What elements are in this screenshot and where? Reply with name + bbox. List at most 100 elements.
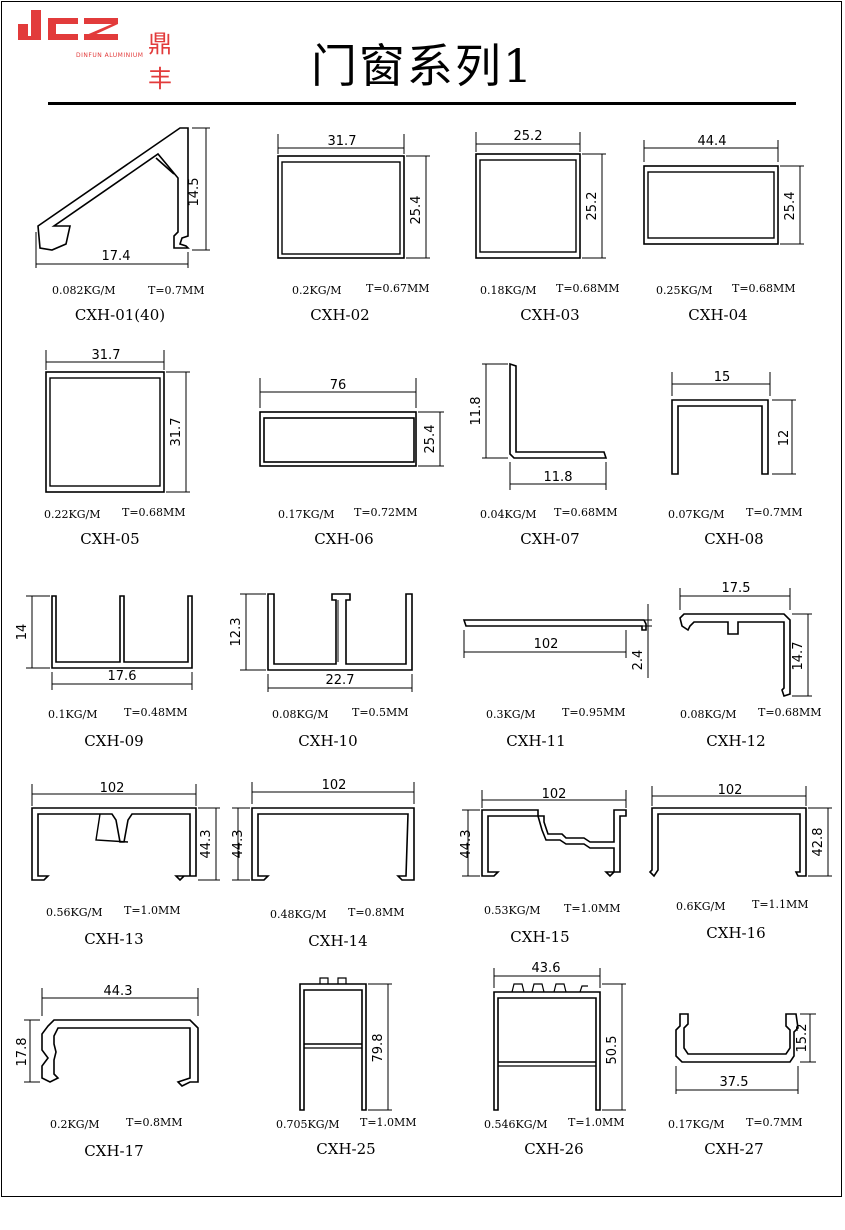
profile-card-cxh-07: 11.8 11.8 0.04KG/M T=0.68MM CXH-07 [469, 356, 680, 586]
profile-code: CXH-01(40) [74, 306, 166, 324]
dimension-label: 31.7 [328, 134, 357, 149]
profile-card-cxh-08: 15 12 0.07KG/M T=0.7MM CXH-08 [664, 366, 845, 596]
page-frame [1, 1, 842, 1197]
weight-label: 0.04KG/M [480, 508, 537, 521]
weight-label: 0.22KG/M [44, 508, 101, 521]
profile-card-cxh-12: 17.5 14.7 0.08KG/M T=0.68MM CXH-12 [672, 574, 845, 804]
thickness-label: T=0.5MM [352, 706, 409, 719]
profile-drawing: 17.5 14.7 [679, 581, 812, 698]
dimension-label: 25.2 [514, 129, 543, 144]
dimension-label: 76 [330, 378, 347, 393]
thickness-label: T=0.95MM [562, 706, 626, 719]
profile-card-cxh-15: 102 44.3 0.53KG/M T=1.0MM CXH-15 [454, 786, 664, 1016]
profile-drawing: 12.3 22.7 [229, 593, 413, 692]
profile-card-cxh-25: 79.8 0.705KG/M T=1.0MM CXH-25 [276, 974, 500, 1204]
profile-code: CXH-12 [706, 732, 766, 750]
thickness-label: T=1.0MM [360, 1116, 417, 1129]
thickness-label: T=0.68MM [554, 506, 618, 519]
logo-en-text: DINFUN ALUMINIUM [76, 52, 144, 59]
profile-drawing: 43.6 50.5 [493, 961, 626, 1111]
dimension-label: 17.8 [15, 1038, 30, 1067]
weight-label: 0.546KG/M [484, 1118, 548, 1131]
dimension-label: 17.5 [722, 581, 751, 596]
profile-drawing: 44.4 25.4 [643, 134, 804, 245]
weight-label: 0.17KG/M [278, 508, 335, 521]
thickness-label: T=0.8MM [126, 1116, 183, 1129]
dimension-label: 25.4 [783, 192, 798, 221]
profile-drawing: 25.2 25.2 [475, 129, 606, 259]
title-rule [48, 102, 796, 105]
profile-card-cxh-01: 14.5 17.4 0.082KG/M T=0.7MM CXH-01(40) [30, 118, 240, 348]
profile-code: CXH-09 [84, 732, 144, 750]
profile-drawing: 102 42.8 [648, 783, 832, 878]
profile-drawing: 44.3 17.8 [15, 984, 199, 1087]
dimension-label: 11.8 [544, 470, 573, 485]
dimension-label: 17.6 [108, 669, 137, 684]
profile-card-cxh-10: 12.3 22.7 0.08KG/M T=0.5MM CXH-10 [228, 586, 438, 816]
thickness-label: T=0.7MM [746, 506, 803, 519]
weight-label: 0.07KG/M [668, 508, 725, 521]
profile-card-cxh-06: 76 25.4 0.17KG/M T=0.72MM CXH-06 [254, 372, 464, 602]
dimension-label: 50.5 [605, 1036, 620, 1065]
weight-label: 0.25KG/M [656, 284, 713, 297]
profile-card-cxh-13: 102 44.3 0.56KG/M T=1.0MM CXH-13 [20, 780, 230, 1010]
dimension-label: 22.7 [326, 673, 355, 688]
dimension-label: 102 [322, 778, 347, 793]
dimension-label: 102 [542, 787, 567, 802]
thickness-label: T=0.67MM [366, 282, 430, 295]
weight-label: 0.3KG/M [486, 708, 536, 721]
dimension-label: 12 [777, 430, 792, 447]
profile-code: CXH-02 [310, 306, 370, 324]
weight-label: 0.18KG/M [480, 284, 537, 297]
profile-drawing: 76 25.4 [259, 378, 444, 467]
profile-code: CXH-14 [308, 932, 368, 950]
dimension-label: 14.7 [791, 642, 806, 671]
thickness-label: T=0.68MM [758, 706, 822, 719]
profile-code: CXH-17 [84, 1142, 144, 1160]
dimension-label: 31.7 [92, 348, 121, 363]
profile-drawing: 15 12 [671, 370, 796, 475]
profile-drawing: 14 17.6 [15, 595, 193, 690]
thickness-label: T=0.7MM [746, 1116, 803, 1129]
dimension-label: 31.7 [169, 418, 184, 447]
dimension-label: 102 [100, 781, 125, 796]
profile-card-cxh-26: 43.6 50.5 0.546KG/M T=1.0MM CXH-26 [484, 958, 694, 1188]
weight-label: 0.17KG/M [668, 1118, 725, 1131]
weight-label: 0.48KG/M [270, 908, 327, 921]
profile-code: CXH-05 [80, 530, 140, 548]
dimension-label: 44.3 [459, 830, 474, 859]
profile-drawing: 11.8 11.8 [469, 362, 608, 490]
dimension-label: 14.5 [187, 178, 202, 207]
profile-drawing: 102 44.3 [459, 787, 627, 878]
profile-card-cxh-16: 102 42.8 0.6KG/M T=1.1MM CXH-16 [642, 780, 845, 1010]
profile-card-cxh-27: 15.2 37.5 0.17KG/M T=0.7MM CXH-27 [660, 1000, 845, 1230]
weight-label: 0.08KG/M [680, 708, 737, 721]
dimension-label: 102 [534, 637, 559, 652]
profile-code: CXH-03 [520, 306, 580, 324]
dimension-label: 25.2 [585, 192, 600, 221]
profile-code: CXH-07 [520, 530, 580, 548]
profile-code: CXH-08 [704, 530, 764, 548]
brand-logo: 鼎丰 DINFUN ALUMINIUM [18, 10, 188, 93]
thickness-label: T=0.48MM [124, 706, 188, 719]
dimension-label: 44.3 [104, 984, 133, 999]
dimension-label: 12.3 [229, 618, 244, 647]
logo-cn-text: 鼎丰 [148, 30, 173, 93]
weight-label: 0.2KG/M [292, 284, 342, 297]
thickness-label: T=0.68MM [556, 282, 620, 295]
profile-code: CXH-27 [704, 1140, 764, 1158]
profile-drawing: 102 44.3 [231, 778, 415, 881]
thickness-label: T=1.0MM [564, 902, 621, 915]
thickness-label: T=0.72MM [354, 506, 418, 519]
page-title: 门窗系列1 [310, 39, 535, 93]
thickness-label: T=0.8MM [348, 906, 405, 919]
thickness-label: T=0.7MM [148, 284, 205, 297]
profile-code: CXH-15 [510, 928, 570, 946]
weight-label: 0.56KG/M [46, 906, 103, 919]
thickness-label: T=1.0MM [124, 904, 181, 917]
profile-drawing: 102 2.4 [462, 604, 652, 678]
weight-label: 0.082KG/M [52, 284, 116, 297]
weight-label: 0.08KG/M [272, 708, 329, 721]
weight-label: 0.705KG/M [276, 1118, 340, 1131]
profile-code: CXH-10 [298, 732, 358, 750]
